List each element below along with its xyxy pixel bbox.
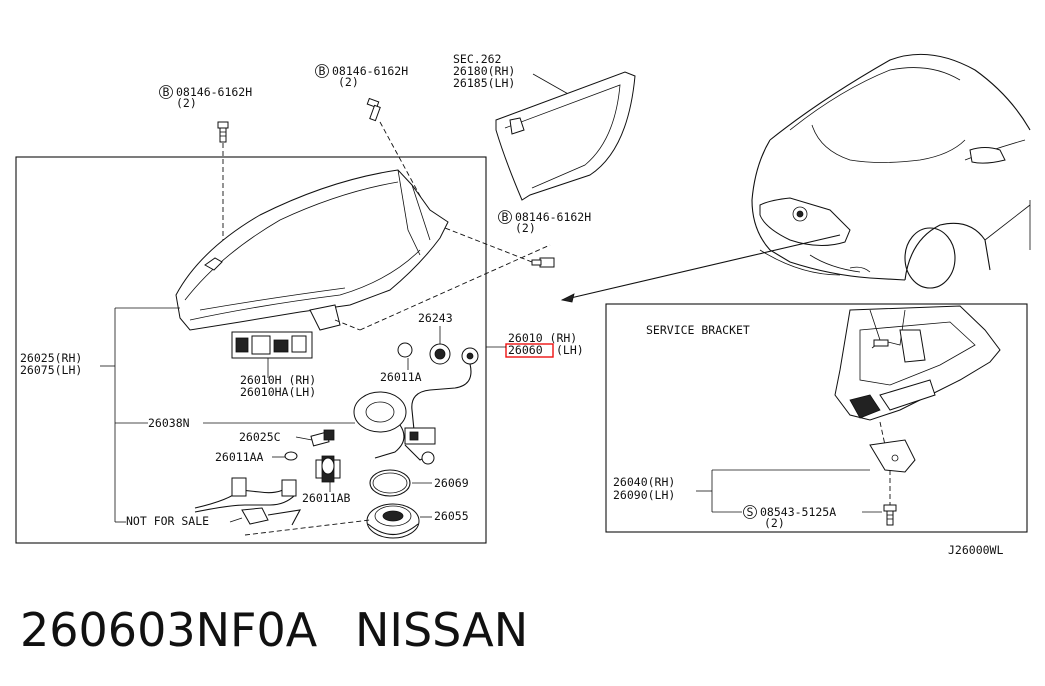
cover-26055-label: 26055 — [434, 509, 469, 523]
bulb-26011aa: 26011AA — [215, 450, 298, 464]
highlight-box — [505, 343, 554, 358]
service-bracket-inset: SERVICE BRACKET 26040(RH) 26090(LH) S 08… — [613, 305, 1001, 530]
bolt-top-mid-qty: (2) — [338, 75, 359, 89]
bracket-rh-label: 26040(RH) — [613, 475, 675, 489]
bracket-lh-label: 26090(LH) — [613, 488, 675, 502]
assy-rh-label: 26025(RH) — [20, 351, 82, 365]
main-assembly-frame — [15, 156, 487, 544]
bolt-top-mid-group: B 08146-6162H (2) — [315, 64, 426, 206]
vehicle-front-illustration — [560, 53, 1031, 303]
socket-cluster: 26243 26011A — [380, 311, 479, 431]
bolt-top-left-icon — [217, 121, 229, 143]
bolt-right-icon — [531, 257, 555, 268]
bolt-right-group: B 08146-6162H (2) — [444, 210, 591, 268]
socket-26025c-label: 26025C — [239, 430, 281, 444]
unit-26060-callout: 26010 (RH) 26060 (LH) — [486, 331, 584, 358]
bulb-26011aa-label: 26011AA — [215, 450, 264, 464]
unit-rh-label: 26010 (RH) — [508, 331, 577, 345]
harness-label: 26038N — [148, 416, 190, 430]
harness-26038n: 26038N — [115, 391, 436, 465]
bolt-symbol-icon — [498, 210, 512, 224]
service-bracket-frame — [605, 303, 1028, 533]
assy-lh-label: 26075(LH) — [20, 363, 82, 377]
cover-26055: 26055 — [366, 503, 469, 539]
screw-label: 08543-5125A — [760, 505, 836, 519]
bulb-26011ab: 26011AB — [302, 455, 351, 505]
bolt-top-mid-label: 08146-6162H — [332, 64, 408, 78]
headlamp-trim-panel — [495, 71, 636, 201]
not-for-sale-harness: NOT FOR SALE — [115, 477, 371, 536]
bolt-right-label: 08146-6162H — [515, 210, 591, 224]
bulb-26011ab-label: 26011AB — [302, 491, 351, 505]
bolt-top-mid-icon — [366, 97, 381, 122]
bolt-top-left-qty: (2) — [176, 96, 197, 110]
sec-ref-label: SEC.262 — [453, 52, 501, 66]
brand-caption: NISSAN — [355, 603, 528, 657]
screw-icon — [883, 504, 897, 526]
assembly-callout: 26025(RH) 26075(LH) — [20, 307, 180, 522]
socket-26025c: 26025C — [239, 429, 335, 447]
service-bracket-label: SERVICE BRACKET — [646, 323, 750, 337]
seal-26069: 26069 — [369, 469, 469, 497]
bolt-top-left-label: 08146-6162H — [176, 85, 252, 99]
sec-262-reference: SEC.262 26180(RH) 26185(LH) — [453, 52, 636, 201]
sec-lh-label: 26185(LH) — [453, 76, 515, 90]
bulb-module-rh-label: 26010H (RH) — [240, 373, 316, 387]
bolt-symbol-letter: B — [319, 64, 326, 78]
bolt-symbol-letter: B — [502, 210, 509, 224]
bolt-right-qty: (2) — [515, 221, 536, 235]
bolt-symbol-icon — [159, 85, 173, 99]
socket-26011a-label: 26011A — [380, 370, 422, 384]
unit-lh-suffix: (LH) — [556, 343, 584, 357]
screw-symbol-letter: S — [747, 505, 754, 519]
not-for-sale-label: NOT FOR SALE — [126, 514, 209, 528]
headlamp-housing — [175, 169, 551, 331]
diagram-code: J26000WL — [948, 543, 1003, 557]
bolt-symbol-icon — [315, 64, 329, 78]
bulb-module-26010h: 26010H (RH) 26010HA(LH) — [231, 331, 316, 399]
part-number-caption: 260603NF0A — [20, 603, 318, 657]
sec-rh-label: 26180(RH) — [453, 64, 515, 78]
screw-qty: (2) — [764, 516, 785, 530]
unit-lh-highlighted: 26060 — [508, 343, 543, 357]
seal-26069-label: 26069 — [434, 476, 469, 490]
bolt-symbol-letter: B — [163, 85, 170, 99]
screw-symbol-icon — [743, 505, 757, 519]
cap-26243-label: 26243 — [418, 311, 453, 325]
bulb-module-lh-label: 26010HA(LH) — [240, 385, 316, 399]
